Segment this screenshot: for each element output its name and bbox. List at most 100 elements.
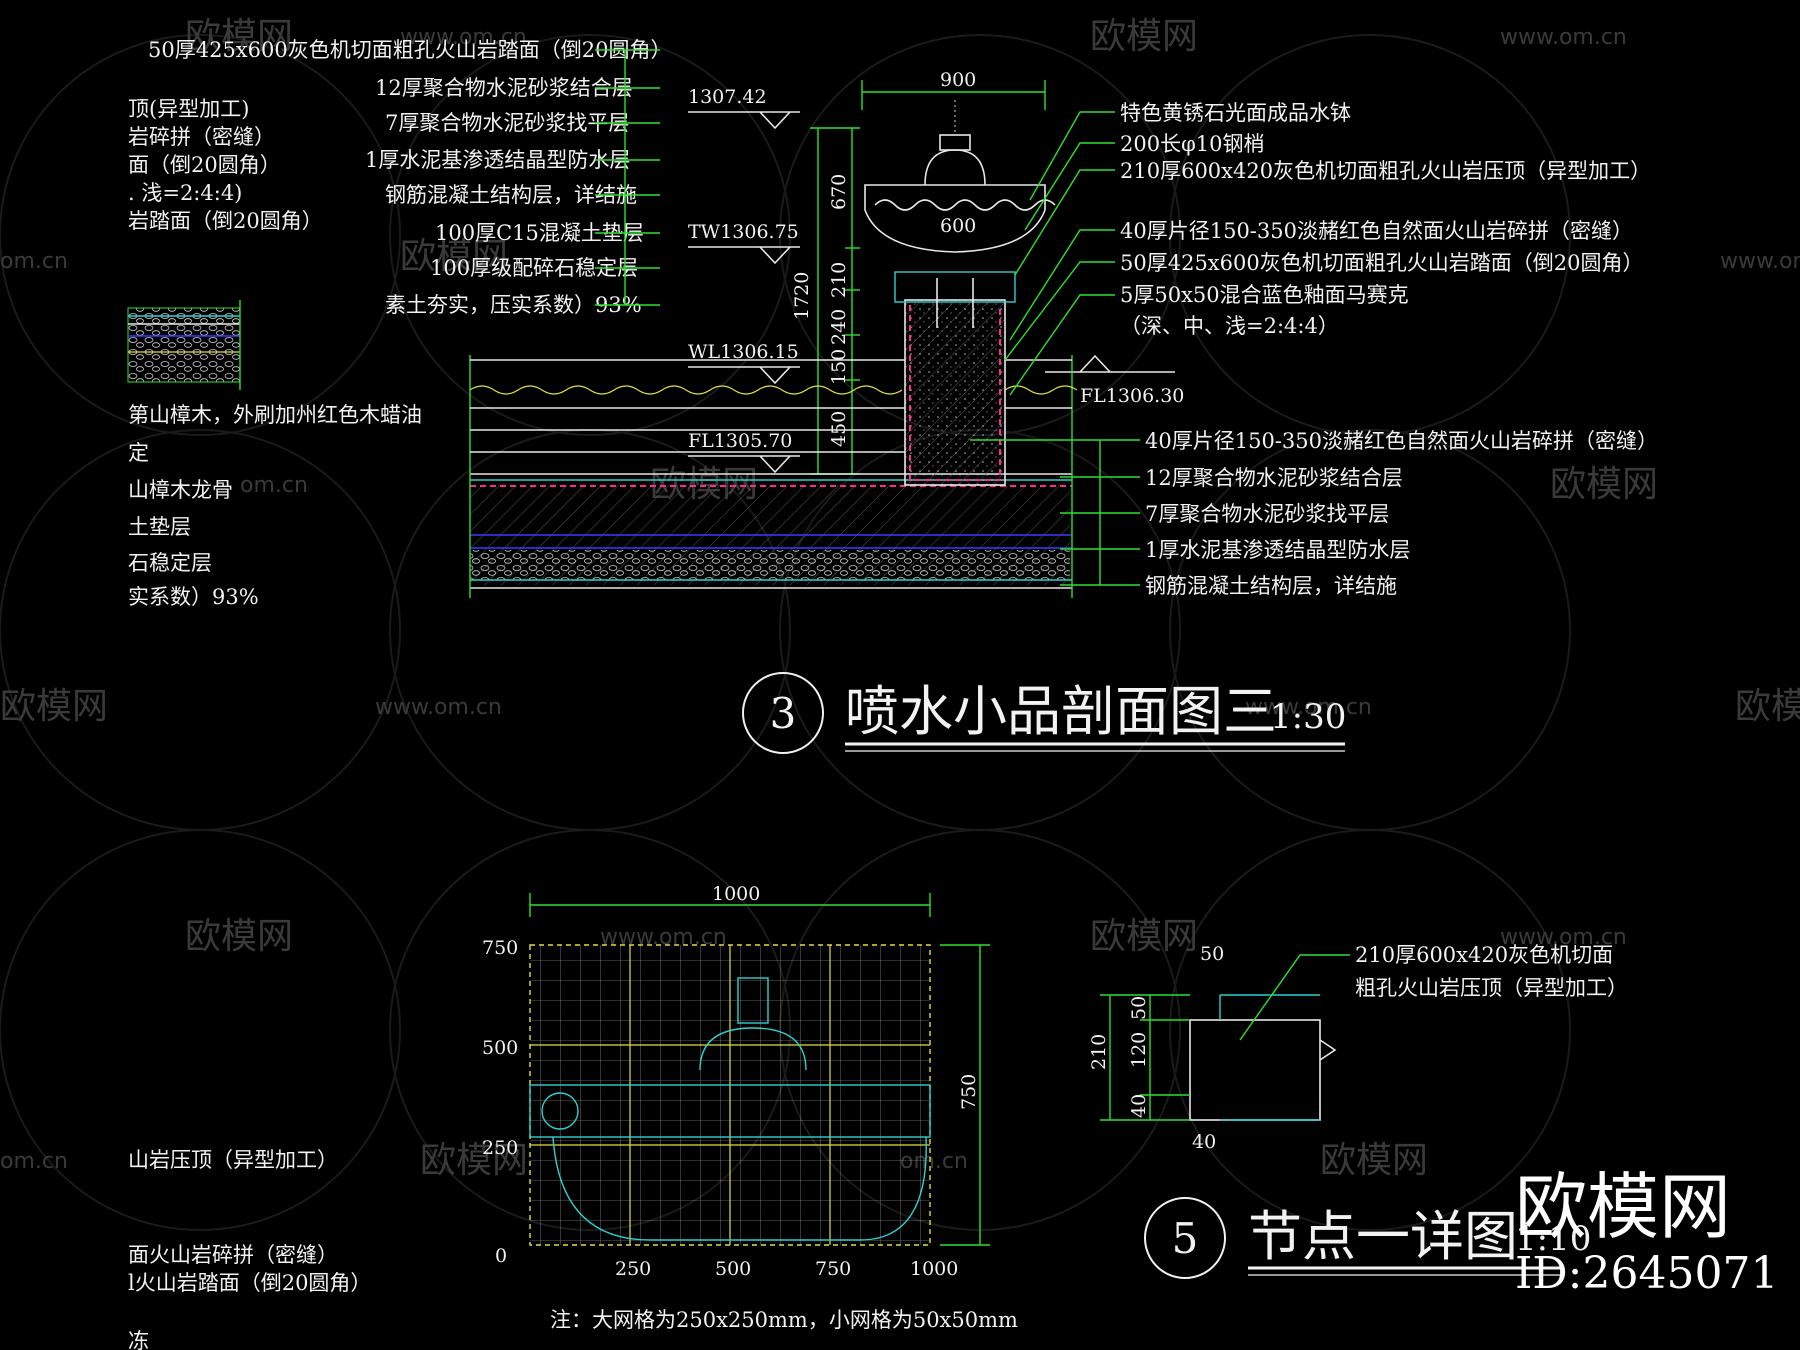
section3-right-labels-bottom: 40厚片径150-350淡赭红色自然面火山岩碎拼（密缝） 12厚聚合物水泥砂浆结… [970,429,1658,598]
section3-title-text: 喷水小品剖面图三 [845,680,1277,743]
left-note: 石稳定层 [128,551,212,575]
right-label: 5厚50x50混合蓝色釉面马赛克 [1120,283,1409,307]
watermark-site: www.om.cn [400,25,527,50]
grid-y-tick: 750 [482,937,518,959]
left-note: 实系数）93% [128,585,259,609]
node-dim-120: 120 [1128,1032,1150,1068]
elevation-top: 1307.42 [688,86,767,108]
node-dim-bottom: 40 [1192,1131,1216,1153]
grid-x-tick: 250 [615,1258,651,1280]
grid-x-tick: 750 [815,1258,851,1280]
elevation-wl: WL1306.15 [688,341,799,363]
left-note: 定 [128,441,149,465]
left-label: 12厚聚合物水泥砂浆结合层 [375,76,633,100]
watermark-site: www.om.cn [375,695,502,720]
fountain-bowl: 600 [864,100,1056,253]
left-note: 岩碎拼（密缝） [128,125,275,149]
left-note: 山樟木龙骨 [128,478,233,502]
section3-vertical-dims: 670 1720 210 240 150 450 [791,127,860,475]
watermark-site: www.om.cn [1500,925,1627,950]
left-label: 7厚聚合物水泥砂浆找平层 [385,111,629,135]
grid-x-tick: 1000 [910,1258,958,1280]
grid-height-label: 750 [958,1074,980,1110]
water-surface [469,359,1078,453]
dim-670: 670 [828,174,850,210]
node-dim-total: 210 [1088,1034,1110,1070]
coping-profile [1189,1019,1321,1121]
right-label: 7厚聚合物水泥砂浆找平层 [1145,502,1389,526]
dim-900: 900 [940,69,976,91]
node-label-line2: 粗孔火山岩压顶（异型加工） [1355,976,1628,1000]
watermark-site: www.om.cn [1245,695,1372,720]
left-note: 岩踏面（倒20圆角） [128,209,323,233]
dim-600: 600 [940,215,976,237]
watermark-brand: 欧模网 [1090,16,1198,57]
right-label: 12厚聚合物水泥砂浆结合层 [1145,466,1403,490]
left-label: 50厚425x600灰色机切面粗孔火山岩踏面（倒20圆角） [148,38,671,62]
right-label: 40厚片径150-350淡赭红色自然面火山岩碎拼（密缝） [1145,429,1658,453]
left-note: l火山岩踏面（倒20圆角） [128,1271,371,1295]
section-3-drawing: 50厚425x600灰色机切面粗孔火山岩踏面（倒20圆角） 12厚聚合物水泥砂浆… [148,38,1658,754]
dim-450: 450 [828,411,850,447]
brand-stamp-id: ID:2645071 [1515,1248,1778,1299]
dim-150: 150 [828,349,850,385]
watermark-brand: 欧模网 [185,16,293,57]
watermark-site: om.cn [240,473,308,498]
elevation-fl-right: FL1306.30 [1080,385,1184,407]
left-label: 1厚水泥基渗透结晶型防水层 [365,148,630,172]
grid-x-tick: 500 [715,1258,751,1280]
right-label: 钢筋混凝土结构层，详结施 [1145,574,1397,598]
left-note: 山岩压顶（异型加工） [128,1148,338,1172]
watermark-brand: 欧模网 [1320,1140,1428,1181]
elevation-tw: TW1306.75 [688,221,799,243]
dim-240: 240 [828,309,850,345]
right-label: 特色黄锈石光面成品水钵 [1120,101,1351,125]
watermark-brand: 欧模网 [0,686,108,727]
section3-title-number: 3 [770,689,797,738]
left-note: . 浅=2:4:4) [128,181,242,205]
dim-210: 210 [828,262,850,298]
grid-note: 注：大网格为250x250mm，小网格为50x50mm [550,1308,1018,1332]
left-note: 土垫层 [128,515,191,539]
grid-y-tick: 500 [482,1037,518,1059]
watermark-brand: 欧模网 [420,1140,528,1181]
left-note: 顶(异型加工) [128,97,249,121]
layer-sample-swatch [127,300,241,390]
right-label: 200长φ10钢梢 [1120,132,1265,156]
brand-stamp-name: 欧模网 [1515,1165,1731,1249]
section3-right-labels-top: 特色黄锈石光面成品水钵 200长φ10钢梢 210厚600x420灰色机切面粗孔… [1004,101,1651,396]
watermark-site: om.cn [0,249,68,274]
watermark-brand: 欧模网 [1735,686,1800,727]
right-label: 1厚水泥基渗透结晶型防水层 [1145,538,1410,562]
node-detail-drawing: 210厚600x420灰色机切面 粗孔火山岩压顶（异型加工） 50 50 120… [1088,943,1628,1279]
watermark-site: www.om.cn [1500,25,1627,50]
left-note: 冻 [128,1329,149,1350]
node-dim-top: 50 [1200,943,1224,965]
node-title-text: 节点一详图 [1248,1205,1518,1268]
right-label: 50厚425x600灰色机切面粗孔火山岩踏面（倒20圆角） [1120,251,1643,275]
section3-left-labels: 50厚425x600灰色机切面粗孔火山岩踏面（倒20圆角） 12厚聚合物水泥砂浆… [148,38,671,317]
grid-y-tick: 250 [482,1137,518,1159]
left-note: 面火山岩碎拼（密缝） [128,1243,338,1267]
left-partial-notes: 顶(异型加工) 岩碎拼（密缝） 面（倒20圆角） . 浅=2:4:4) 岩踏面（… [127,97,422,1350]
grid-elevation-drawing: 1000 750 750 500 250 0 250 500 750 1000 … [482,883,1018,1332]
grid-fountain-outline [529,977,931,1241]
right-label: 210厚600x420灰色机切面粗孔火山岩压顶（异型加工） [1120,159,1651,183]
section3-title-scale: 1:30 [1270,697,1346,737]
grid-width-label: 1000 [712,883,760,905]
elevation-fl-bottom: FL1305.70 [688,430,792,452]
watermark-site: om.cn [0,1149,68,1174]
brand-stamp: 欧模网 ID:2645071 [1515,1165,1778,1299]
left-note: 面（倒20圆角） [128,153,281,177]
node-title-number: 5 [1172,1214,1199,1263]
watermark-brand: 欧模网 [400,236,508,277]
dim-1720: 1720 [791,272,813,320]
section3-title: 3 喷水小品剖面图三 1:30 [742,672,1346,754]
right-label: （深、中、浅=2:4:4） [1120,314,1339,338]
node-label-line1: 210厚600x420灰色机切面 [1355,943,1613,967]
watermark-site: www.om.cn [1720,249,1800,274]
node-title-scale: 1:10 [1515,1219,1591,1259]
node-dim-50: 50 [1128,996,1150,1020]
watermark-brand: 欧模网 [1090,916,1198,957]
